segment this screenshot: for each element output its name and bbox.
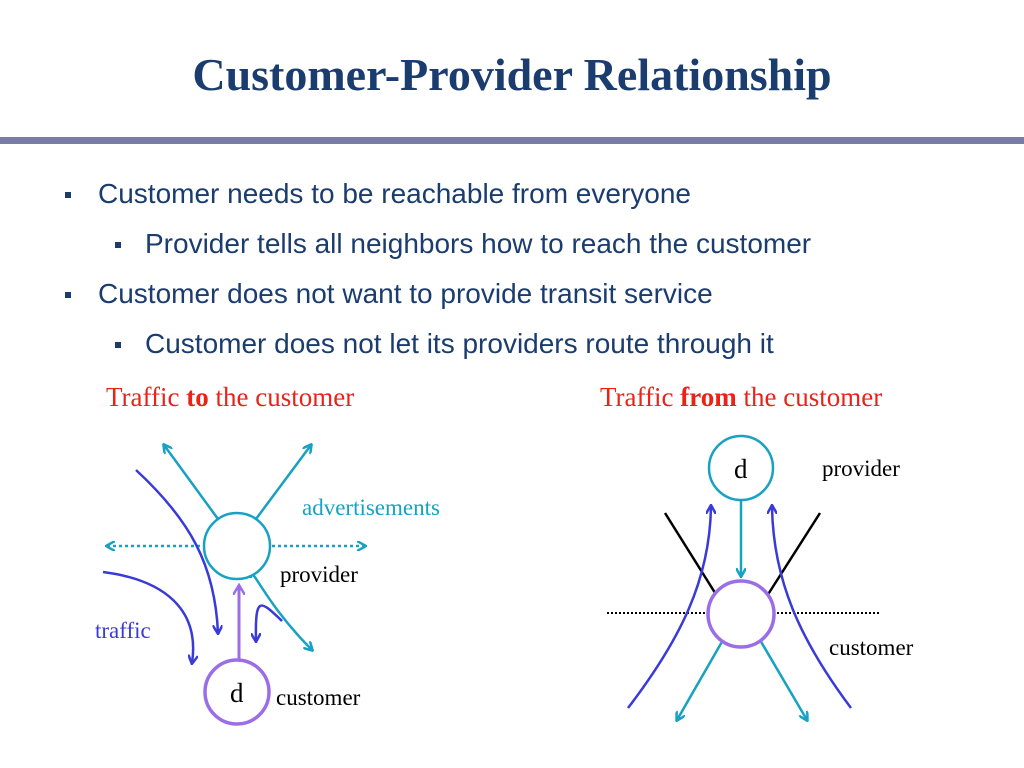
bullet-text: Provider tells all neighbors how to reac… (145, 228, 812, 259)
provider-label: provider (280, 562, 358, 587)
bullet-square-icon (115, 242, 121, 248)
traffic-arrow-left (102, 570, 193, 663)
right-diagram: d provider customer (607, 434, 914, 720)
right-diagram-caption: Traffic from the customer (600, 382, 883, 412)
advertisement-arrow-up-left (164, 445, 220, 520)
bullet-square-icon (65, 192, 71, 198)
traffic-arrow-hook (256, 604, 283, 641)
bullet-square-icon (65, 292, 71, 298)
blocked-line-right (765, 512, 822, 597)
bullet-text: Customer does not let its providers rout… (145, 328, 774, 359)
traffic-label: traffic (95, 618, 151, 643)
bullet-text: Customer needs to be reachable from ever… (98, 178, 691, 209)
advertisements-label: advertisements (302, 495, 440, 520)
title-divider (0, 137, 1024, 144)
node-d-label: d (230, 678, 244, 708)
customer-node (706, 579, 776, 649)
left-diagram-caption: Traffic to the customer (106, 382, 355, 412)
customer-out-arrow-right (758, 639, 807, 720)
customer-out-arrow-left (677, 639, 725, 720)
node-d-label: d (734, 454, 748, 484)
bullet-item: Customer needs to be reachable from ever… (65, 178, 691, 210)
bullet-item: Customer does not want to provide transi… (65, 278, 713, 310)
provider-node (202, 511, 272, 581)
bullet-item: Customer does not let its providers rout… (115, 328, 774, 360)
customer-label: customer (829, 635, 914, 660)
advertisement-arrow-up-right (254, 445, 311, 520)
bullet-item: Provider tells all neighbors how to reac… (115, 228, 812, 260)
blocked-line-left (663, 512, 719, 597)
traffic-arrow-top-left (135, 469, 218, 633)
slide-title: Customer-Provider Relationship (192, 49, 832, 100)
customer-label: customer (276, 685, 361, 710)
bullet-text: Customer does not want to provide transi… (98, 278, 713, 309)
customer-node (203, 658, 271, 726)
left-diagram: d advertisements provider traffic custom… (95, 445, 440, 726)
provider-label: provider (822, 456, 900, 481)
bullet-square-icon (115, 342, 121, 348)
blocked-traffic-arrow-left (627, 506, 711, 709)
blocked-traffic-arrow-right (772, 506, 853, 709)
provider-node-d (707, 434, 775, 502)
